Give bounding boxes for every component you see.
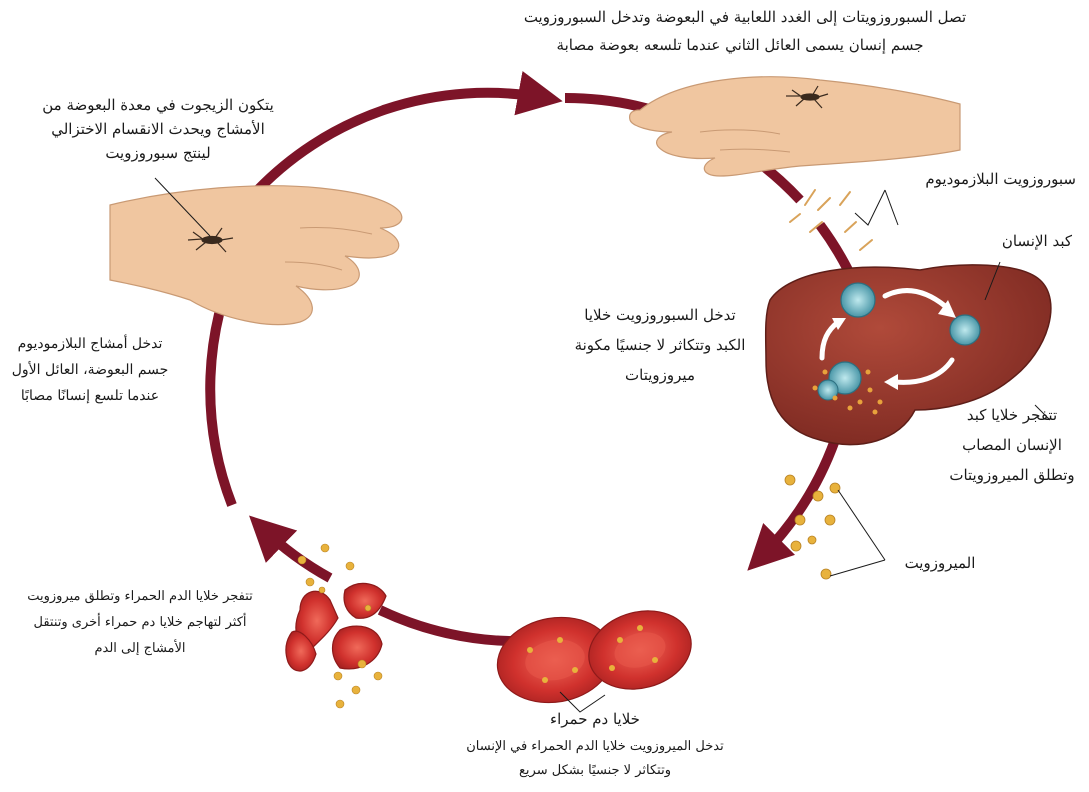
label-liver-burst-line2: الإنسان المصاب xyxy=(962,436,1062,454)
label-zygote-line1: يتكون الزيجوت في معدة البعوضة من xyxy=(42,96,274,114)
label-liver-inner-line1: تدخل السبوروزويت خلايا xyxy=(584,306,735,324)
label-zygote-line3: لينتج سبوروزويت xyxy=(105,144,210,162)
label-rbc-burst-line3: الأمشاج إلى الدم xyxy=(94,639,185,656)
label-top-line2: جسم إنسان يسمى العائل الثاني عندما تلسعه… xyxy=(557,36,924,54)
label-rbc-title: خلايا دم حمراء xyxy=(550,710,640,728)
sporozoite-pointer xyxy=(855,190,885,225)
label-merozoite: الميروزويت xyxy=(905,554,976,572)
top-hand-illustration xyxy=(630,77,960,176)
label-zygote-line2: الأمشاج ويحدث الانقسام الاختزالي xyxy=(51,120,265,138)
label-rbc-burst-line1: تتفجر خلايا الدم الحمراء وتطلق ميروزويت xyxy=(27,589,253,604)
red-blood-cells xyxy=(491,600,700,712)
label-gametes-line2: جسم البعوضة، العائل الأول xyxy=(12,360,169,378)
bursting-rbc xyxy=(286,544,386,708)
label-liver-burst-line1: تتفجر خلايا كبد xyxy=(967,406,1057,424)
label-gametes-line3: عندما تلسع إنسانًا مصابًا xyxy=(21,388,159,404)
label-liver-inner-line2: الكبد وتتكاثر لا جنسيًا مكونة xyxy=(575,336,746,354)
merozoite-pointer xyxy=(838,490,885,560)
label-sporozoite: سبوروزويت البلازموديوم xyxy=(925,170,1076,188)
label-rbc-line2: وتتكاثر لا جنسيًا بشكل سريع xyxy=(519,763,671,778)
label-gametes-line1: تدخل أمشاج البلازموديوم xyxy=(18,333,163,352)
label-liver-burst-line3: وتطلق الميروزويتات xyxy=(949,466,1074,484)
arc-bottom-left xyxy=(262,528,330,578)
label-top-line1: تصل السبوروزويتات إلى الغدد اللعابية في … xyxy=(524,8,966,26)
left-hand-illustration xyxy=(110,178,402,325)
arc-right-lower xyxy=(760,440,835,558)
merozoite-pointer-2 xyxy=(830,560,885,576)
label-liver-inner-line3: ميروزويتات xyxy=(625,366,695,384)
arc-right-upper xyxy=(820,225,848,270)
label-liver: كبد الإنسان xyxy=(1002,232,1073,250)
label-rbc-line1: تدخل الميروزويت خلايا الدم الحمراء في ال… xyxy=(466,739,724,754)
label-rbc-burst-line2: أكثر لتهاجم خلايا دم حمراء أخرى وتنتقل xyxy=(33,613,246,630)
sporozoite-pointer-2 xyxy=(885,190,898,225)
arc-top-left xyxy=(252,93,545,196)
